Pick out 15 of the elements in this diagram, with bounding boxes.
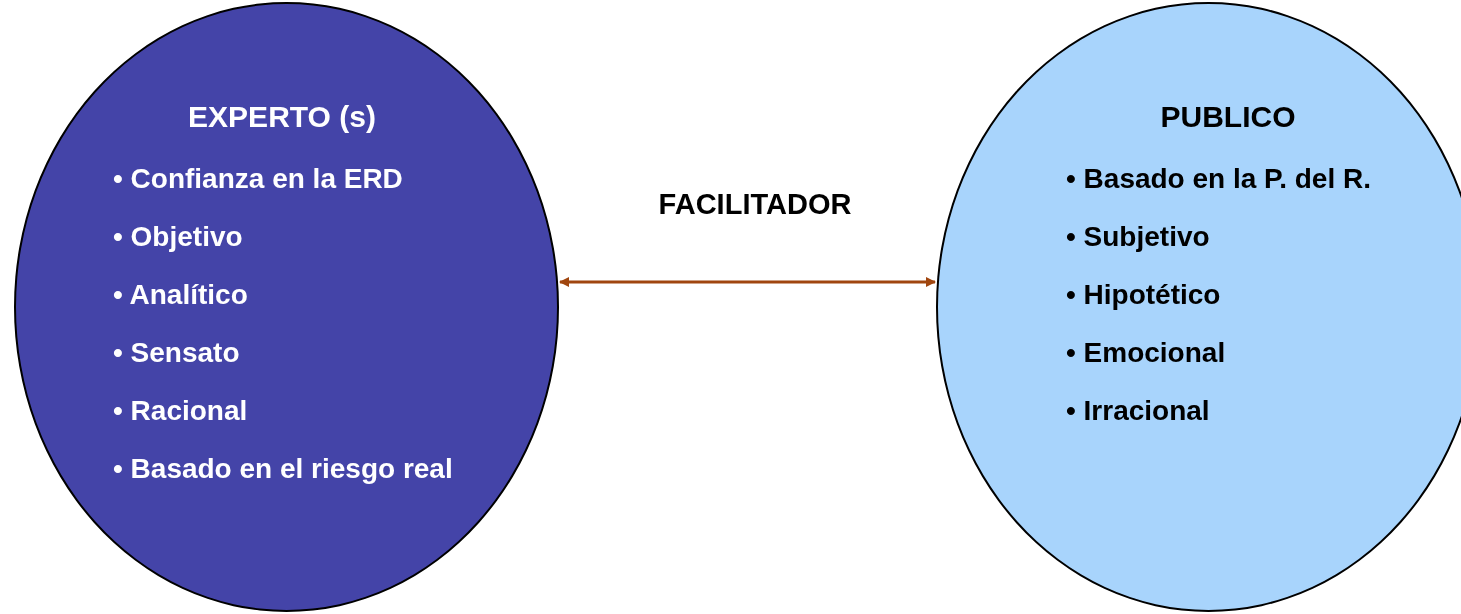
list-item: • Hipotético: [1066, 278, 1222, 312]
edge-label: FACILITADOR: [658, 188, 852, 221]
heading: EXPERTO (s): [188, 100, 376, 134]
list-item: • Emocional: [1066, 336, 1227, 370]
list-item: • Objetivo: [113, 220, 244, 254]
list-item: • Analítico: [113, 278, 249, 312]
list-item: • Subjetivo: [1066, 220, 1211, 254]
list-item: • Basado en la P. del R.: [1066, 162, 1371, 196]
list-item: • Confianza en la ERD: [113, 162, 404, 196]
list-item: • Basado en el riesgo real: [113, 452, 453, 486]
list-item: • Sensato: [113, 336, 241, 370]
list-item: • Racional: [113, 394, 249, 428]
double-arrow: [559, 277, 936, 287]
list-item: • Irracional: [1066, 394, 1211, 428]
heading: PUBLICO: [1160, 100, 1296, 134]
